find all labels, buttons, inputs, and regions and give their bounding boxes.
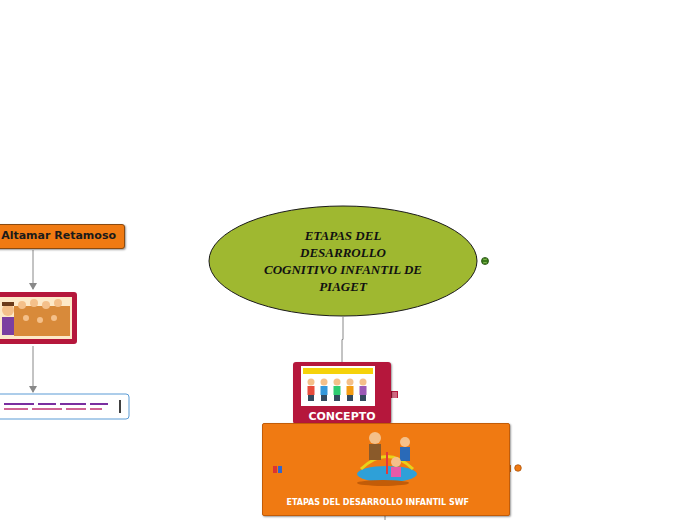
scribble-box xyxy=(0,394,129,419)
topic-box: ETAPAS DEL DESARROLLO INFANTIL SWF xyxy=(262,423,510,516)
author-box: Altamar Retamoso xyxy=(0,224,125,249)
node-label: ETAPAS DEL DESARROLLO COGNITIVO INFANTIL… xyxy=(263,227,423,295)
ellipse-outline xyxy=(208,205,478,317)
leader-line xyxy=(385,516,386,520)
image-box xyxy=(0,292,77,344)
concept-box: CONCEPTO xyxy=(293,362,391,424)
node-label: CONCEPTO xyxy=(293,410,391,423)
node-label: Altamar Retamoso xyxy=(0,229,116,242)
globe-icon xyxy=(482,258,489,265)
leader-arrow xyxy=(33,250,34,289)
mind-map-root: ETAPAS DEL DESARROLLO COGNITIVO INFANTIL… xyxy=(208,205,478,317)
notes-icon xyxy=(391,391,398,398)
node-label: ETAPAS DEL DESARROLLO INFANTIL SWF xyxy=(287,498,487,508)
leader-arrow xyxy=(33,346,34,392)
connector xyxy=(342,317,343,362)
